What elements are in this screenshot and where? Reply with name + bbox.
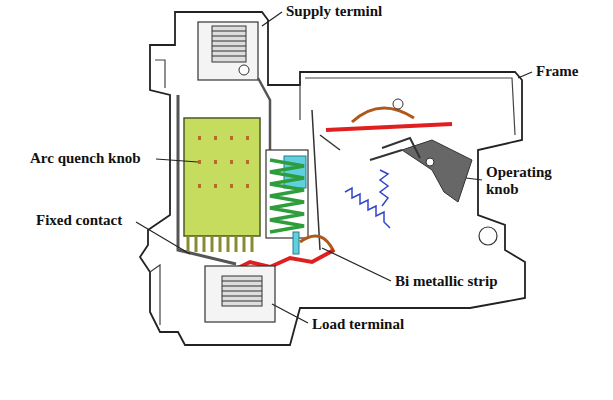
part-label: Fixed contact — [36, 212, 122, 229]
flexible-lead — [352, 108, 414, 122]
plunger-pin — [293, 232, 299, 254]
coil-frame — [266, 150, 308, 238]
load-screw-thread — [222, 281, 262, 301]
load-screw — [222, 276, 262, 306]
supply-hole — [239, 65, 249, 75]
part-label: Load terminal — [312, 316, 404, 333]
arc-chute-holes — [198, 136, 249, 188]
spring — [380, 170, 388, 206]
latch-arm — [312, 110, 340, 250]
arc-chute-plates — [188, 236, 252, 252]
leader-line — [322, 248, 391, 281]
arc-chute — [184, 118, 260, 236]
coil-winding — [270, 160, 304, 232]
coil-core — [284, 156, 306, 188]
mounting-hole — [479, 227, 497, 245]
contact-bar — [326, 124, 452, 130]
part-label: Arc quench knob — [30, 150, 141, 167]
leader-line — [518, 72, 532, 78]
frame-inner-line — [300, 78, 515, 135]
left-clip — [150, 60, 165, 325]
operating-lever — [402, 140, 472, 202]
leader-line — [272, 304, 308, 323]
leader-line — [466, 178, 482, 180]
leader-line — [136, 222, 190, 254]
housing-outline — [140, 12, 525, 345]
mounting-hole — [393, 99, 403, 109]
bottom-conductor — [238, 250, 334, 268]
toggle-link — [370, 138, 420, 160]
supply-screw — [212, 26, 246, 62]
leader-line — [156, 159, 198, 162]
leader-lines — [136, 12, 532, 323]
bimetal-strip — [300, 236, 334, 252]
part-label: Supply terminl — [286, 3, 382, 20]
load-terminal-box — [205, 266, 275, 322]
part-label: Frame — [536, 63, 578, 80]
supply-screw-thread — [212, 31, 246, 56]
part-label: Operating knob — [486, 164, 570, 198]
leader-line — [262, 12, 282, 26]
part-label: Bi metallic strip — [395, 273, 497, 290]
pivot — [426, 158, 434, 166]
supply-terminal-box — [198, 22, 258, 80]
